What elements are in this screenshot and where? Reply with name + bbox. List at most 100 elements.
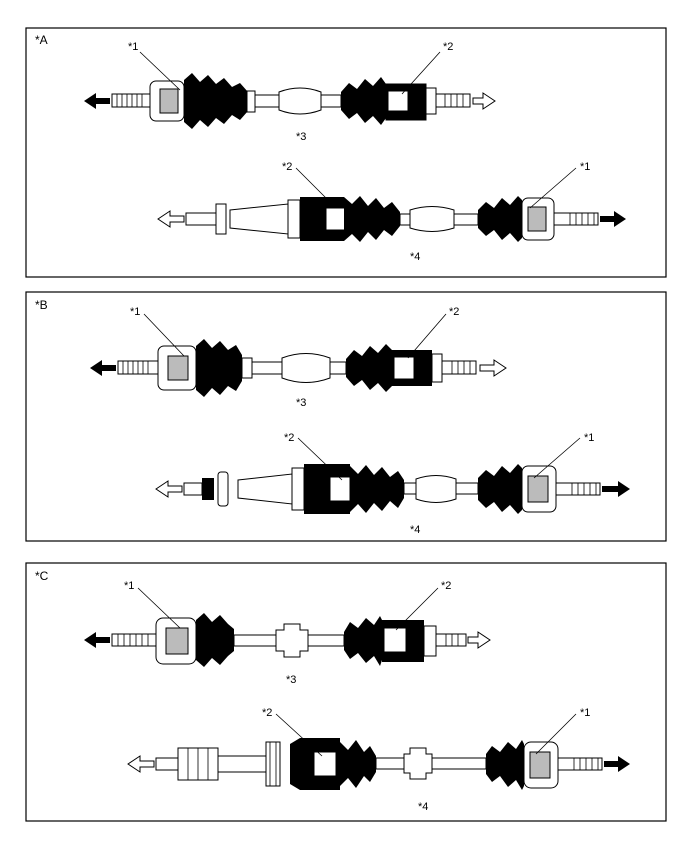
inner-stub-splines — [185, 212, 217, 226]
outer-boot — [478, 464, 522, 514]
inner-boot — [346, 344, 392, 392]
panel-c-upper-shaft: *1 *2 *3 — [84, 580, 491, 686]
seal-ring — [287, 199, 301, 239]
outer-joint-callout: *1 — [584, 432, 594, 444]
outer-joint-core — [167, 355, 189, 381]
inner-joint-core — [313, 751, 337, 777]
outer-joint-callout: *1 — [130, 306, 140, 318]
outline-arrow-icon — [479, 359, 507, 377]
callout-leader — [407, 313, 447, 359]
shaft-caption: *3 — [296, 397, 306, 409]
inner-joint-core — [325, 207, 347, 231]
shaft-caption: *4 — [418, 801, 428, 813]
inner-boot — [340, 740, 376, 788]
spline-lines — [573, 758, 599, 770]
callout-leader — [401, 51, 441, 95]
panel-b-upper-shaft: *1 *2 *3 — [90, 306, 507, 409]
inner-stub-splines — [183, 482, 203, 496]
inner-joint-callout: *2 — [262, 707, 272, 719]
bearing-ridges — [187, 748, 209, 780]
shaft-caption: *3 — [296, 131, 306, 143]
panel-b: *B *1 *2 *3 — [25, 291, 667, 542]
inner-joint-core — [329, 476, 351, 502]
seal-ridges — [269, 742, 277, 786]
panel-c-lower-shaft: *2 *1 *4 — [127, 707, 630, 813]
damper — [278, 87, 322, 115]
outer-joint-callout: *1 — [580, 707, 590, 719]
filled-arrow-icon — [84, 632, 110, 648]
inner-joint-callout: *2 — [449, 306, 459, 318]
callout-leader — [275, 713, 323, 757]
inner-joint-core — [383, 627, 407, 653]
inner-boot — [344, 196, 400, 242]
outline-arrow-icon — [127, 755, 155, 773]
intermediate-shaft — [217, 755, 269, 773]
inner-joint-core — [393, 356, 415, 380]
callout-leader — [137, 587, 181, 629]
outer-boot — [196, 613, 234, 667]
callout-leader — [139, 51, 181, 91]
spline-lines — [571, 483, 597, 495]
outer-joint-callout: *1 — [128, 41, 138, 53]
outer-boot — [478, 196, 522, 242]
shaft-caption: *3 — [286, 674, 296, 686]
intermediate-shaft — [320, 94, 342, 108]
outer-joint-core — [159, 88, 179, 114]
callout-leader — [143, 313, 185, 357]
spline-lines — [444, 94, 464, 107]
inner-stub-splines — [435, 633, 467, 647]
damper — [275, 623, 309, 658]
outline-arrow-icon — [472, 92, 496, 110]
panel-a: *A *1 *2 *3 — [25, 27, 667, 278]
panel-b-lower-shaft: *2 *1 *4 — [155, 432, 630, 536]
filled-arrow-icon — [602, 481, 630, 497]
boot-clamp — [241, 357, 253, 379]
damper — [403, 747, 433, 780]
intermediate-shaft — [329, 361, 347, 375]
boot-ring — [202, 478, 214, 500]
panel-c: *C *1 *2 *3 — [25, 562, 667, 822]
outer-stub-splines — [111, 633, 157, 647]
intermediate-shaft — [431, 757, 487, 770]
tripod-housing — [237, 473, 293, 505]
outer-joint-core — [529, 751, 551, 779]
inner-stub-splines — [441, 360, 477, 375]
outer-joint-callout: *1 — [124, 580, 134, 592]
spline-lines — [116, 94, 143, 107]
inner-joint-callout: *2 — [284, 432, 294, 444]
spline-lines — [122, 361, 149, 374]
spline-lines — [117, 634, 149, 646]
outer-boot — [184, 73, 248, 129]
intermediate-shaft — [455, 482, 479, 495]
tripod-housing — [229, 203, 289, 235]
damper — [415, 475, 457, 503]
shaft-caption: *4 — [410, 251, 420, 263]
boot-clamp — [246, 90, 256, 113]
inner-stub-splines — [155, 757, 179, 771]
intermediate-shaft — [453, 213, 479, 226]
outer-boot — [196, 339, 242, 397]
filled-arrow-icon — [600, 211, 626, 227]
intermediate-shaft — [307, 634, 345, 647]
panel-a-upper-shaft: *1 *2 *3 — [84, 41, 496, 143]
shaft-caption: *4 — [410, 524, 420, 536]
spline-lines — [569, 213, 595, 225]
outer-boot — [486, 740, 524, 790]
spline-lines — [451, 361, 471, 374]
damper — [409, 206, 455, 232]
inner-joint-callout: *2 — [443, 41, 453, 53]
inner-boot — [350, 465, 404, 513]
seal-ring — [265, 741, 281, 787]
filled-arrow-icon — [84, 93, 110, 109]
intermediate-shaft — [403, 482, 417, 495]
inner-joint-callout: *2 — [282, 161, 292, 173]
outline-arrow-icon — [157, 210, 185, 228]
callout-leader — [529, 167, 577, 209]
outer-joint-callout: *1 — [580, 161, 590, 173]
damper — [281, 353, 331, 383]
outer-joint-core — [165, 627, 189, 655]
inner-flange — [215, 203, 227, 235]
outer-stub-splines — [111, 93, 151, 108]
panel-c-label: *C — [35, 569, 49, 583]
